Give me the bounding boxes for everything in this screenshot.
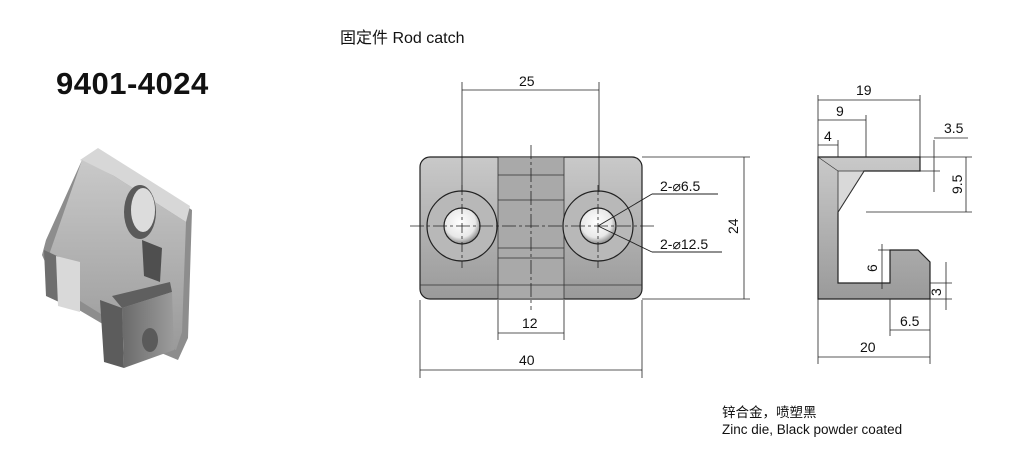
dim-hole-spacing: 25 — [519, 73, 535, 89]
dim-3: 3 — [928, 288, 944, 296]
material-note: 锌合金，喷塑黑 Zinc die, Black powder coated — [722, 404, 902, 438]
dim-20: 20 — [860, 339, 876, 355]
dim-6-5: 6.5 — [900, 313, 920, 329]
side-view — [817, 95, 972, 364]
label-large-hole: 2-⌀12.5 — [660, 236, 708, 252]
dim-3-5: 3.5 — [944, 120, 964, 136]
part-number: 9401-4024 — [56, 66, 209, 101]
dim-6: 6 — [864, 264, 880, 272]
dim-4: 4 — [824, 128, 832, 144]
dim-9: 9 — [836, 103, 844, 119]
front-view — [410, 82, 750, 378]
dim-width: 40 — [519, 352, 535, 368]
dim-height: 24 — [725, 218, 741, 234]
material-en: Zinc die, Black powder coated — [722, 422, 903, 437]
material-cn: 锌合金，喷塑黑 — [722, 405, 817, 420]
dim-depth: 19 — [856, 82, 872, 98]
dim-9-5: 9.5 — [949, 174, 965, 194]
part-3d-render — [42, 148, 192, 368]
dim-slot: 12 — [522, 315, 538, 331]
drawing-title: 固定件 Rod catch — [340, 30, 465, 47]
label-small-hole: 2-⌀6.5 — [660, 178, 701, 194]
